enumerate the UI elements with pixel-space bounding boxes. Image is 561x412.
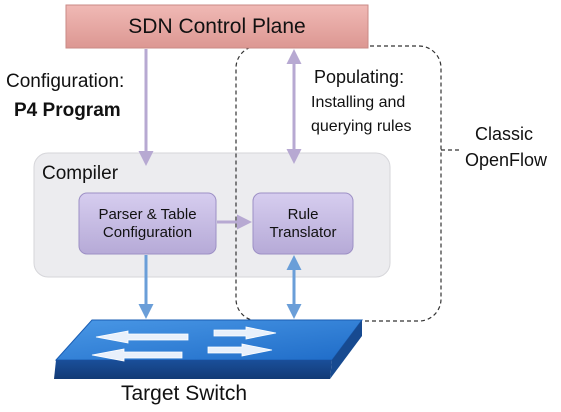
openflow-label: OpenFlow [465,150,548,170]
control-plane-label: SDN Control Plane [128,14,306,38]
rule-translator-line2: Translator [269,223,337,241]
classic-label: Classic [475,124,534,144]
querying-label: querying rules [311,118,412,135]
switch-icon [54,319,363,379]
parser-table-line2: Configuration [102,223,193,241]
rule-translator-line1: Rule [287,205,319,223]
target-switch-label: Target Switch [121,382,248,405]
control-plane-box [65,4,369,49]
parser-table-label: Parser & Table Configuration [79,193,216,254]
installing-label: Installing and [311,94,406,111]
configuration-label: Configuration: [6,71,125,92]
parser-table-box [78,192,217,255]
p4-program-label: P4 Program [14,100,121,121]
populating-label: Populating: [314,67,405,87]
rule-translator-label: Rule Translator [253,193,353,254]
rule-translator-box [252,192,354,255]
parser-table-line1: Parser & Table [98,205,197,223]
compiler-label: Compiler [42,163,119,184]
